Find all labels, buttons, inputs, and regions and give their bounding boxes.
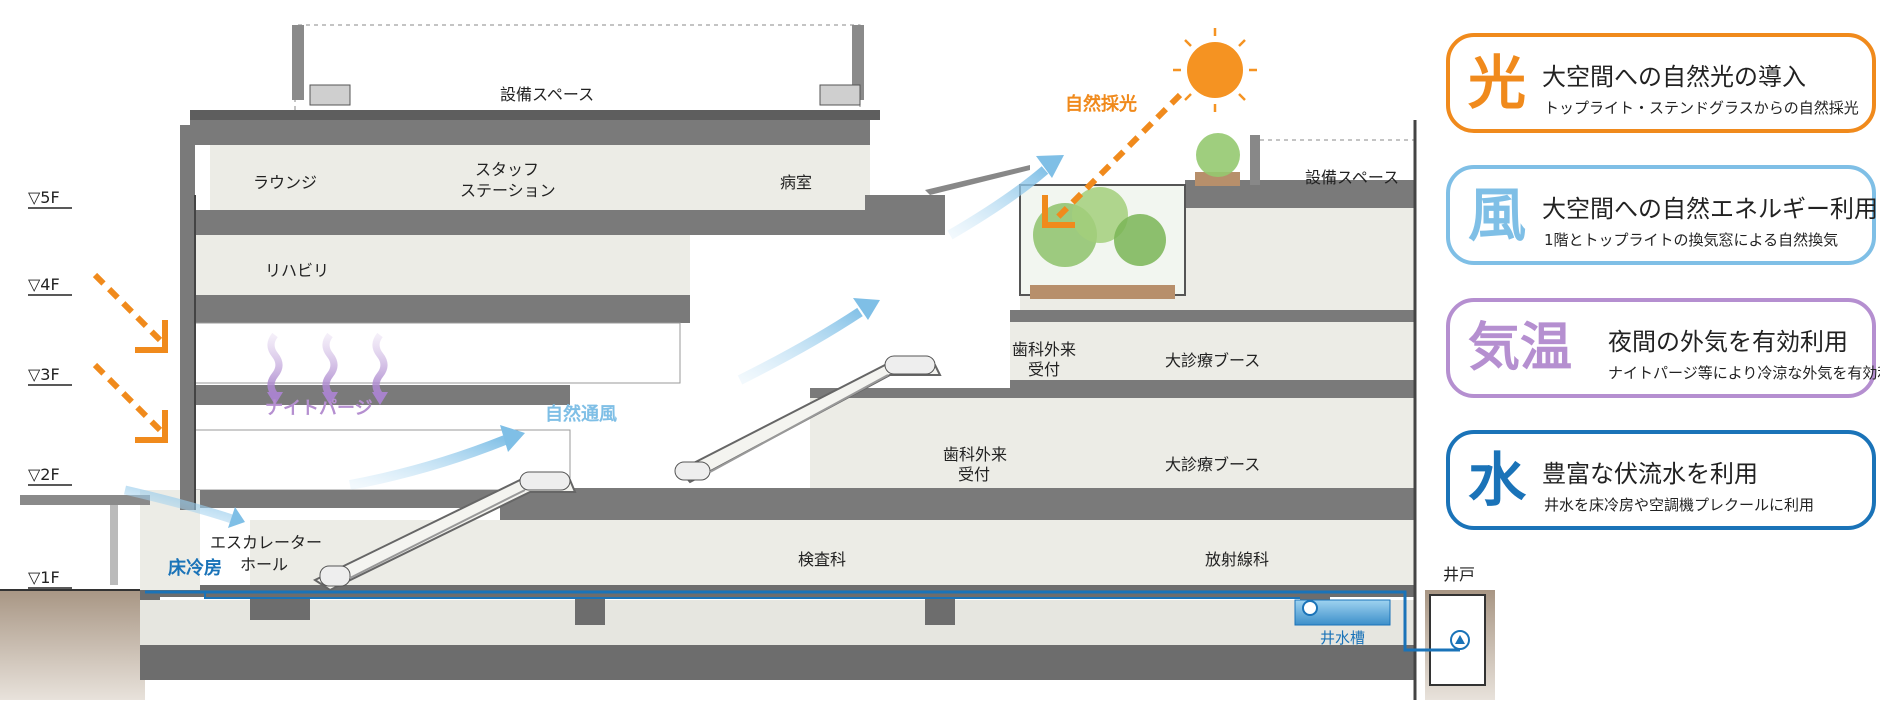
natural-ventilation-arrows [123,155,1064,528]
legend-card-wind: 風 大空間への自然エネルギー利用 1階とトップライトの換気窓による自然換気 [1446,165,1878,265]
level-1f: ▽1F [28,568,60,587]
legend-card-temperature: 気温 夜間の外気を有効利用 ナイトパージ等により冷涼な外気を有効利用 [1446,298,1880,398]
label-lounge: ラウンジ [253,173,317,192]
daylight-arrow [1052,92,1183,223]
label-staff-station-1: スタッフ [475,160,539,179]
level-3f: ▽3F [28,365,60,384]
card-water-title: 豊富な伏流水を利用 [1542,460,1758,488]
foundation-slab [140,645,1415,680]
roof-slab [190,120,870,145]
level-4f: ▽4F [28,275,60,294]
label-dental-3f-2: 受付 [1028,360,1060,379]
label-floor-cooling: 床冷房 [168,557,222,579]
label-escalator-hall-2: ホール [240,555,288,574]
card-light-subtitle: トップライト・ステンドグラスからの自然採光 [1544,99,1859,117]
label-well-tank: 井水槽 [1320,629,1365,647]
card-wind-subtitle: 1階とトップライトの換気窓による自然換気 [1544,231,1839,249]
label-ward: 病室 [780,173,812,192]
legend-card-water: 水 豊富な伏流水を利用 井水を床冷房や空調機プレクールに利用 [1446,430,1876,530]
card-wind-title: 大空間への自然エネルギー利用 [1542,195,1878,223]
floor-cooling-pipe [145,590,1460,652]
sunlight-arrow-lower [92,362,163,433]
label-escalator-hall-1: エスカレーター [210,533,322,552]
level-markers: ▽5F ▽4F ▽3F ▽2F ▽1F [28,188,72,589]
night-purge-arrows [267,332,388,405]
light-icon: 光 [1468,49,1527,117]
temperature-icon: 気温 [1468,318,1573,378]
label-big-booth-3f: 大診療ブース [1165,351,1260,370]
card-temperature-title: 夜間の外気を有効利用 [1608,328,1848,356]
label-exam: 検査科 [798,550,846,569]
slab-5f [190,210,940,235]
level-2f: ▽2F [28,465,60,484]
water-icon: 水 [1468,446,1527,514]
wind-icon: 風 [1468,181,1527,249]
label-well: 井戸 [1443,565,1475,584]
label-dental-2f-2: 受付 [958,465,990,484]
label-dental-2f-1: 歯科外来 [943,445,1007,464]
slab-2f [500,488,1415,520]
label-daylight: 自然採光 [1065,93,1137,115]
label-big-booth-2f: 大診療ブース [1165,455,1260,474]
label-dental-3f-1: 歯科外来 [1012,340,1076,359]
sun-icon [1173,28,1257,112]
soil [0,590,145,700]
label-night-purge: ナイトパージ [265,398,373,419]
label-staff-station-2: ステーション [460,181,556,200]
sunlight-arrow-upper [92,272,163,343]
slab-3f [1010,310,1415,322]
card-temperature-subtitle: ナイトパージ等により冷涼な外気を有効利用 [1608,364,1880,382]
card-light-title: 大空間への自然光の導入 [1542,63,1806,91]
label-natural-ventilation: 自然通風 [545,403,617,425]
level-5f: ▽5F [28,188,60,207]
card-water-subtitle: 井水を床冷房や空調機プレクールに利用 [1544,496,1815,514]
slab-4f-left [190,295,690,323]
label-radiology: 放射線科 [1205,550,1269,569]
label-equipment-space-right: 設備スペース [1305,168,1399,187]
legend-card-light: 光 大空間への自然光の導入 トップライト・ステンドグラスからの自然採光 [1446,33,1876,133]
label-equipment-space-top: 設備スペース [500,85,594,104]
label-rehab: リハビリ [265,261,329,280]
